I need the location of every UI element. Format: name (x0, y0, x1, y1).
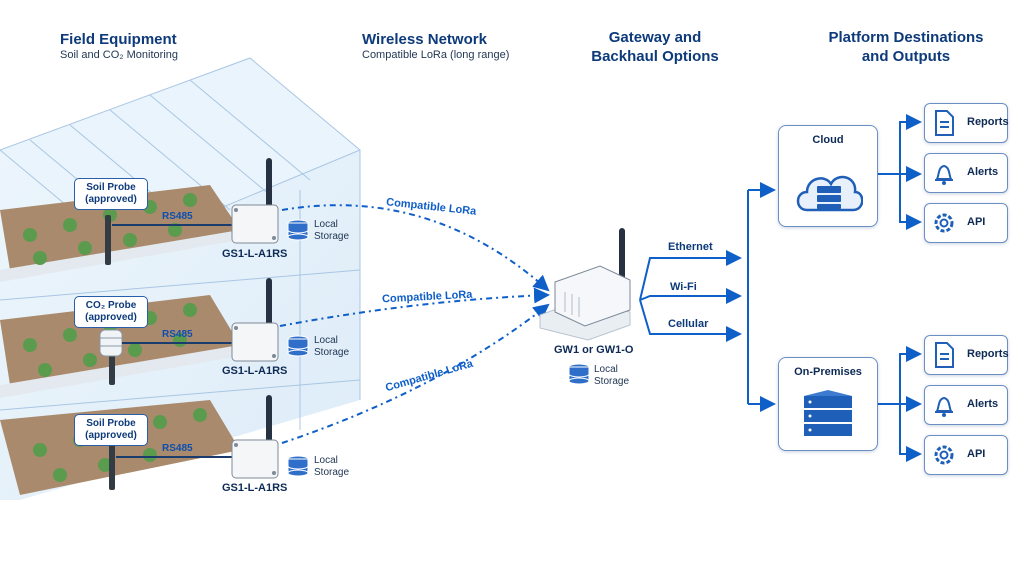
rs485-label-2: RS485 (162, 329, 193, 340)
output-links (878, 114, 922, 462)
sensor-node-2 (231, 278, 279, 362)
destination-cloud: Cloud (778, 125, 878, 227)
header-network: Wireless Network Compatible LoRa (long r… (362, 30, 562, 61)
output-label: API (967, 448, 986, 460)
output-label: Reports (967, 348, 1009, 360)
destination-name: On-Premises (794, 366, 862, 378)
sensor-storage-1: Local Storage (314, 219, 349, 243)
gateway-model: GW1 or GW1-O (554, 344, 634, 356)
header-field: Field Equipment Soil and CO₂ Monitoring (60, 30, 240, 61)
sensor-model-3: GS1-L-A1RS (222, 482, 288, 494)
storage-icons (287, 219, 590, 477)
output-cloud-api: API (924, 203, 1008, 243)
output-onprem-reports: Reports (924, 335, 1009, 375)
output-label: Reports (967, 116, 1009, 128)
probe-label-1: Soil Probe (approved) (74, 178, 148, 210)
probe-label-2: CO₂ Probe (approved) (74, 296, 148, 328)
probe-name: Soil Probe (86, 418, 136, 429)
header-platform: Platform Destinations and Outputs (806, 28, 1006, 66)
gateway-storage: Local Storage (594, 364, 629, 388)
probe-label-3: Soil Probe (approved) (74, 414, 148, 446)
output-onprem-alerts: Alerts (924, 385, 1008, 425)
storage-line1: Local (314, 219, 338, 230)
destination-on-premises: On-Premises (778, 357, 878, 451)
rs485-cables (112, 224, 232, 458)
output-cloud-alerts: Alerts (924, 153, 1008, 193)
storage-line2: Storage (594, 376, 630, 387)
gateway-title-line1: Gateway and (608, 29, 702, 46)
server-rack-icon (804, 390, 852, 436)
storage-line2: Storage (314, 347, 350, 358)
probe-status: (approved) (85, 194, 137, 205)
sensor-model-2: GS1-L-A1RS (222, 365, 288, 377)
network-subtitle: Compatible LoRa (long range) (362, 49, 510, 61)
storage-line2: Storage (314, 231, 350, 242)
rs485-label-1: RS485 (162, 211, 193, 222)
report-document-icon (935, 110, 954, 136)
network-title: Wireless Network (362, 31, 487, 48)
sensor-model-1: GS1-L-A1RS (222, 248, 288, 260)
destination-bus (747, 182, 776, 412)
cloud-server-icon (796, 175, 863, 212)
output-label: Alerts (967, 398, 999, 410)
header-gateway: Gateway and Backhaul Options (580, 28, 730, 66)
gateway-title-line2: Backhaul Options (591, 48, 719, 65)
gear-icon (934, 445, 954, 465)
platform-title-line1: Platform Destinations (828, 29, 984, 46)
storage-line1: Local (314, 335, 338, 346)
storage-line1: Local (314, 455, 338, 466)
field-title: Field Equipment (60, 31, 177, 48)
backhaul-cellular: Cellular (668, 318, 709, 330)
gateway-device (539, 228, 631, 341)
report-document-icon (935, 342, 954, 368)
co2-probe-housing (99, 329, 123, 357)
backhaul-links (639, 250, 742, 342)
output-onprem-api: API (924, 435, 1008, 475)
rs485-label-3: RS485 (162, 443, 193, 454)
probe-status: (approved) (85, 430, 137, 441)
lora-links (279, 204, 550, 444)
gear-icon (934, 213, 954, 233)
sensor-node-1 (231, 158, 279, 244)
greenhouse-illustration (0, 57, 361, 500)
storage-line2: Storage (314, 467, 350, 478)
probe-name: CO₂ Probe (85, 300, 137, 311)
probe-sticks (105, 215, 115, 490)
platform-title-line2: and Outputs (861, 48, 951, 65)
destination-name: Cloud (812, 134, 844, 146)
bell-icon (935, 396, 953, 417)
sensor-node-3 (231, 395, 279, 479)
probe-name: Soil Probe (86, 182, 136, 193)
sensor-storage-3: Local Storage (314, 455, 349, 479)
output-label: API (967, 216, 986, 228)
backhaul-wifi: Wi-Fi (670, 281, 697, 293)
sensor-storage-2: Local Storage (314, 335, 349, 359)
field-subtitle: Soil and CO₂ Monitoring (60, 49, 178, 61)
probe-status: (approved) (85, 312, 137, 323)
backhaul-ethernet: Ethernet (668, 241, 713, 253)
storage-line1: Local (594, 364, 618, 375)
output-label: Alerts (967, 166, 999, 178)
output-cloud-reports: Reports (924, 103, 1009, 143)
bell-icon (935, 164, 953, 185)
